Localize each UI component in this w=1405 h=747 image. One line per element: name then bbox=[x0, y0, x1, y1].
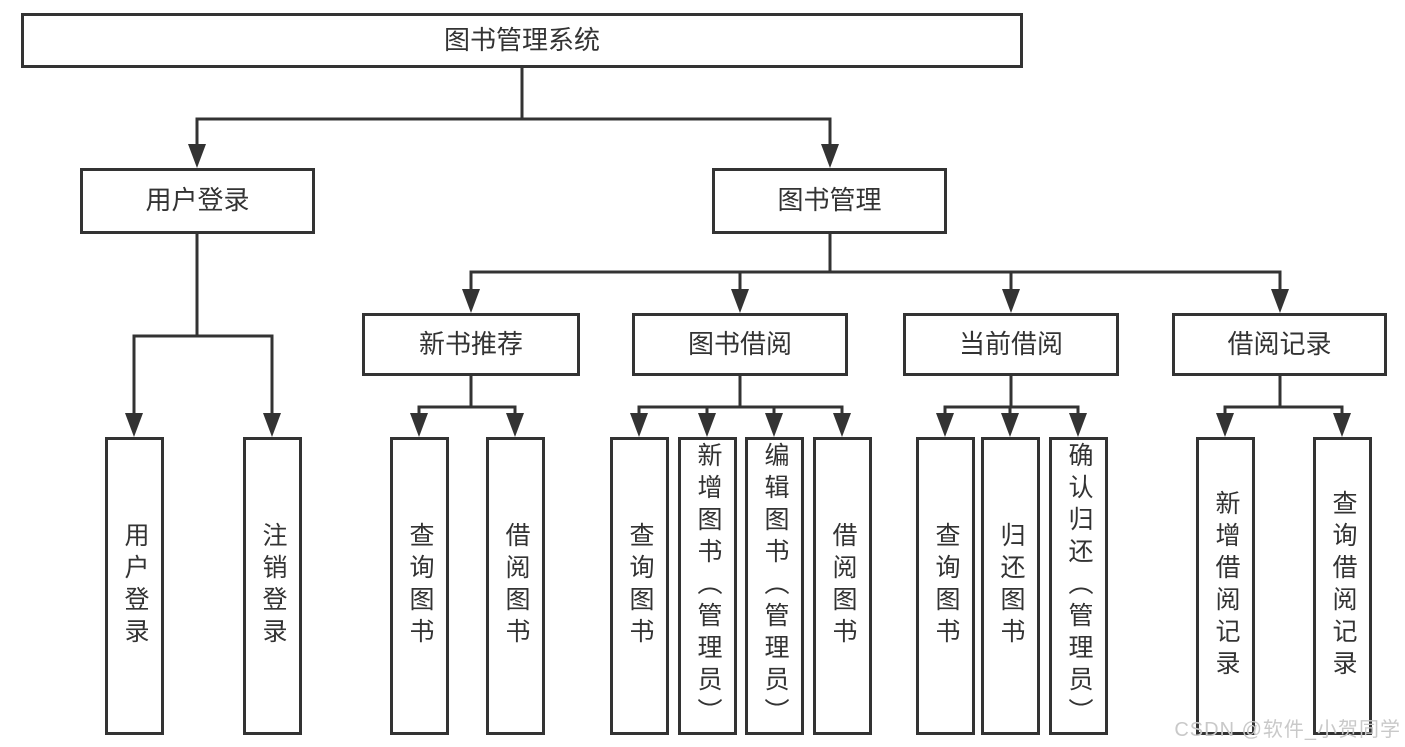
arrowhead-icon bbox=[263, 413, 281, 437]
arrowhead-icon bbox=[821, 144, 839, 168]
leaf-confirm-return-admin-label: 确认归还（管理员） bbox=[1065, 442, 1093, 730]
leaf-borrow-book-2: 借阅图书 bbox=[813, 437, 872, 735]
arrowhead-icon bbox=[125, 413, 143, 437]
leaf-add-borrow-record: 新增借阅记录 bbox=[1196, 437, 1255, 735]
connector-line bbox=[417, 376, 517, 419]
node-borrow-records: 借阅记录 bbox=[1172, 313, 1387, 376]
arrowhead-icon bbox=[630, 413, 648, 437]
connector-line bbox=[637, 376, 844, 419]
leaf-confirm-return-admin: 确认归还（管理员） bbox=[1049, 437, 1108, 735]
connector-line bbox=[943, 376, 1080, 419]
node-user-login-label: 用户登录 bbox=[145, 185, 250, 216]
leaf-query-borrow-record: 查询借阅记录 bbox=[1313, 437, 1372, 735]
leaf-query-book-3-label: 查询图书 bbox=[932, 522, 960, 650]
connector-line bbox=[132, 234, 274, 419]
csdn-watermark: CSDN @软件_小贺同学 bbox=[1174, 719, 1401, 741]
leaf-query-book-2-label: 查询图书 bbox=[626, 522, 654, 650]
arrowhead-icon bbox=[462, 289, 480, 313]
node-current-borrow-label: 当前借阅 bbox=[958, 328, 1063, 359]
connector-line bbox=[469, 234, 1282, 295]
node-new-book-recommend: 新书推荐 bbox=[362, 313, 580, 376]
leaf-query-borrow-record-label: 查询借阅记录 bbox=[1329, 490, 1357, 682]
arrowhead-icon bbox=[698, 413, 716, 437]
node-library-system: 图书管理系统 bbox=[21, 13, 1023, 68]
leaf-borrow-book-1: 借阅图书 bbox=[486, 437, 545, 735]
leaf-borrow-book-1-label: 借阅图书 bbox=[502, 522, 530, 650]
node-new-book-recommend-label: 新书推荐 bbox=[418, 328, 523, 359]
connector-borrow-records bbox=[1216, 376, 1351, 437]
arrowhead-icon bbox=[1333, 413, 1351, 437]
node-book-management-label: 图书管理 bbox=[777, 185, 882, 216]
connector-new-book bbox=[410, 376, 524, 437]
arrowhead-icon bbox=[410, 413, 428, 437]
leaf-query-book-3: 查询图书 bbox=[916, 437, 975, 735]
leaf-logout: 注销登录 bbox=[243, 437, 302, 735]
leaf-user-login: 用户登录 bbox=[105, 437, 164, 735]
arrowhead-icon bbox=[188, 144, 206, 168]
leaf-return-book-label: 归还图书 bbox=[997, 522, 1025, 650]
connector-user-login bbox=[125, 234, 281, 437]
arrowhead-icon bbox=[1001, 413, 1019, 437]
node-user-login: 用户登录 bbox=[80, 168, 315, 234]
arrowhead-icon bbox=[1271, 289, 1289, 313]
node-book-management: 图书管理 bbox=[712, 168, 947, 234]
arrowhead-icon bbox=[506, 413, 524, 437]
arrowhead-icon bbox=[1216, 413, 1234, 437]
arrowhead-icon bbox=[765, 413, 783, 437]
node-book-borrow: 图书借阅 bbox=[632, 313, 848, 376]
node-borrow-records-label: 借阅记录 bbox=[1227, 328, 1332, 359]
arrowhead-icon bbox=[1002, 289, 1020, 313]
leaf-add-borrow-record-label: 新增借阅记录 bbox=[1212, 490, 1240, 682]
connector-book-management bbox=[462, 234, 1289, 313]
leaf-query-book-2: 查询图书 bbox=[610, 437, 669, 735]
node-current-borrow: 当前借阅 bbox=[903, 313, 1119, 376]
leaf-add-book-admin: 新增图书（管理员） bbox=[678, 437, 737, 735]
connector-line bbox=[195, 68, 832, 150]
leaf-user-login-label: 用户登录 bbox=[121, 522, 149, 650]
node-book-borrow-label: 图书借阅 bbox=[687, 328, 792, 359]
connector-line bbox=[1223, 376, 1344, 419]
leaf-return-book: 归还图书 bbox=[981, 437, 1040, 735]
leaf-add-book-admin-label: 新增图书（管理员） bbox=[694, 442, 722, 730]
leaf-edit-book-admin: 编辑图书（管理员） bbox=[745, 437, 804, 735]
arrowhead-icon bbox=[1069, 413, 1087, 437]
connector-root bbox=[188, 68, 839, 168]
leaf-borrow-book-2-label: 借阅图书 bbox=[829, 522, 857, 650]
node-library-system-label: 图书管理系统 bbox=[443, 24, 600, 55]
connector-current-borrow bbox=[936, 376, 1087, 437]
leaf-logout-label: 注销登录 bbox=[259, 522, 287, 650]
arrowhead-icon bbox=[936, 413, 954, 437]
leaf-query-book-1-label: 查询图书 bbox=[406, 522, 434, 650]
arrowhead-icon bbox=[833, 413, 851, 437]
leaf-query-book-1: 查询图书 bbox=[390, 437, 449, 735]
connector-book-borrow bbox=[630, 376, 851, 437]
leaf-edit-book-admin-label: 编辑图书（管理员） bbox=[761, 442, 789, 730]
arrowhead-icon bbox=[731, 289, 749, 313]
